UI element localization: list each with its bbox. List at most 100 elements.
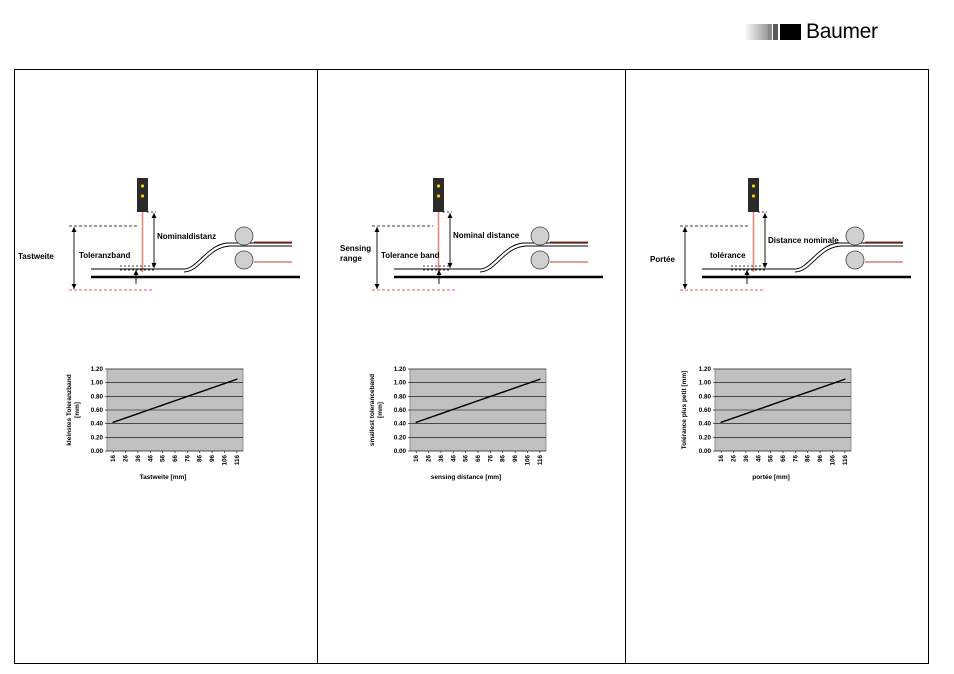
data-point (844, 378, 846, 380)
data-point (782, 400, 784, 402)
data-point (427, 417, 430, 419)
arrow-head-icon (374, 227, 380, 232)
x-tick-label: 16 (110, 455, 117, 463)
x-tick-label: 116 (537, 455, 544, 466)
x-tick-label: 96 (512, 455, 519, 463)
y-tick-label: 0.20 (394, 434, 407, 441)
data-point (161, 404, 164, 406)
x-tick-label: 56 (768, 455, 775, 463)
x-tick-label: 106 (524, 455, 531, 466)
y-tick-label: 1.20 (699, 366, 712, 373)
arrow-head-icon (762, 263, 768, 268)
x-tick-label: 86 (197, 455, 204, 463)
x-tick-label: 36 (135, 455, 142, 463)
arrow-head-icon (71, 227, 77, 232)
roller-icon (234, 226, 254, 246)
x-axis-label: sensing distance [mm] (431, 474, 501, 481)
tolerance-label: Tolerance band (381, 251, 440, 260)
tolerance-label: tolérance (710, 251, 746, 260)
data-point (199, 391, 201, 393)
nominal-distance-label: Nominaldistanz (157, 232, 216, 241)
arrow-head-icon (447, 213, 453, 218)
arrow-head-icon (447, 263, 453, 268)
x-tick-label: 36 (743, 455, 750, 463)
x-tick-label: 66 (475, 455, 482, 463)
data-point (539, 378, 541, 380)
data-point (415, 421, 417, 423)
roller-icon (530, 226, 550, 246)
indicator-led-icon (751, 194, 756, 198)
y-tick-label: 0.60 (394, 407, 407, 414)
y-tick-label: 1.00 (91, 380, 104, 387)
nominal-distance-label: Nominal distance (453, 231, 520, 240)
y-axis-label: [mm] (377, 402, 384, 418)
data-point (464, 404, 467, 406)
x-tick-label: 26 (426, 455, 433, 463)
brand-name: Baumer (806, 20, 878, 43)
y-tick-label: 0.20 (91, 434, 104, 441)
x-tick-label: 46 (147, 455, 154, 463)
y-axis-label: kleinstes Toleranzband (66, 374, 73, 445)
y-axis-label: smallest toleranceband (369, 374, 376, 446)
y-tick-label: 0.00 (91, 448, 104, 455)
logo-bars-icon (744, 24, 801, 40)
range-label: range (340, 254, 362, 263)
data-point (769, 404, 772, 406)
data-point (236, 378, 238, 380)
data-point (720, 421, 722, 423)
x-tick-label: 106 (221, 455, 228, 466)
y-tick-label: 1.20 (394, 366, 407, 373)
data-point (502, 391, 504, 393)
data-point (794, 395, 797, 398)
x-tick-label: 46 (755, 455, 762, 463)
y-tick-label: 0.60 (91, 407, 104, 414)
data-point (819, 387, 821, 389)
roller-icon (845, 250, 865, 270)
arrow-head-icon (151, 213, 157, 218)
x-tick-label: 76 (792, 455, 799, 463)
y-tick-label: 1.20 (91, 366, 104, 373)
indicator-led-icon (140, 184, 145, 188)
y-tick-label: 0.40 (699, 421, 712, 428)
data-point (124, 417, 127, 419)
data-point (112, 421, 114, 423)
x-tick-label: 106 (829, 455, 836, 466)
arrow-head-icon (71, 284, 77, 289)
arrow-head-icon (151, 263, 157, 268)
arrow-head-icon (133, 270, 139, 275)
data-point (757, 408, 759, 411)
x-tick-label: 66 (172, 455, 179, 463)
x-tick-label: 66 (780, 455, 787, 463)
x-tick-label: 86 (805, 455, 812, 463)
data-point (807, 391, 809, 393)
page-frame (14, 69, 929, 664)
column-divider (625, 69, 626, 664)
roller-icon (845, 226, 865, 246)
belt-curve (794, 245, 903, 273)
range-label: Tastweite (18, 252, 54, 261)
range-label: Portée (650, 255, 675, 264)
arrow-head-icon (682, 227, 688, 232)
data-point (526, 382, 529, 385)
data-point (440, 412, 442, 415)
x-tick-label: 46 (450, 455, 457, 463)
y-tick-label: 1.00 (699, 380, 712, 387)
belt-curve (794, 242, 903, 270)
data-point (223, 382, 226, 385)
x-tick-label: 96 (209, 455, 216, 463)
y-tick-label: 0.60 (699, 407, 712, 414)
y-axis-label: Tolérance plus petit [mm] (681, 371, 688, 450)
y-tick-label: 0.40 (91, 421, 104, 428)
belt-curve (183, 242, 292, 270)
belt-curve (479, 242, 588, 270)
data-point (149, 408, 151, 411)
x-axis-label: portée [mm] (752, 474, 790, 481)
y-tick-label: 0.80 (91, 393, 104, 400)
data-point (137, 412, 139, 415)
